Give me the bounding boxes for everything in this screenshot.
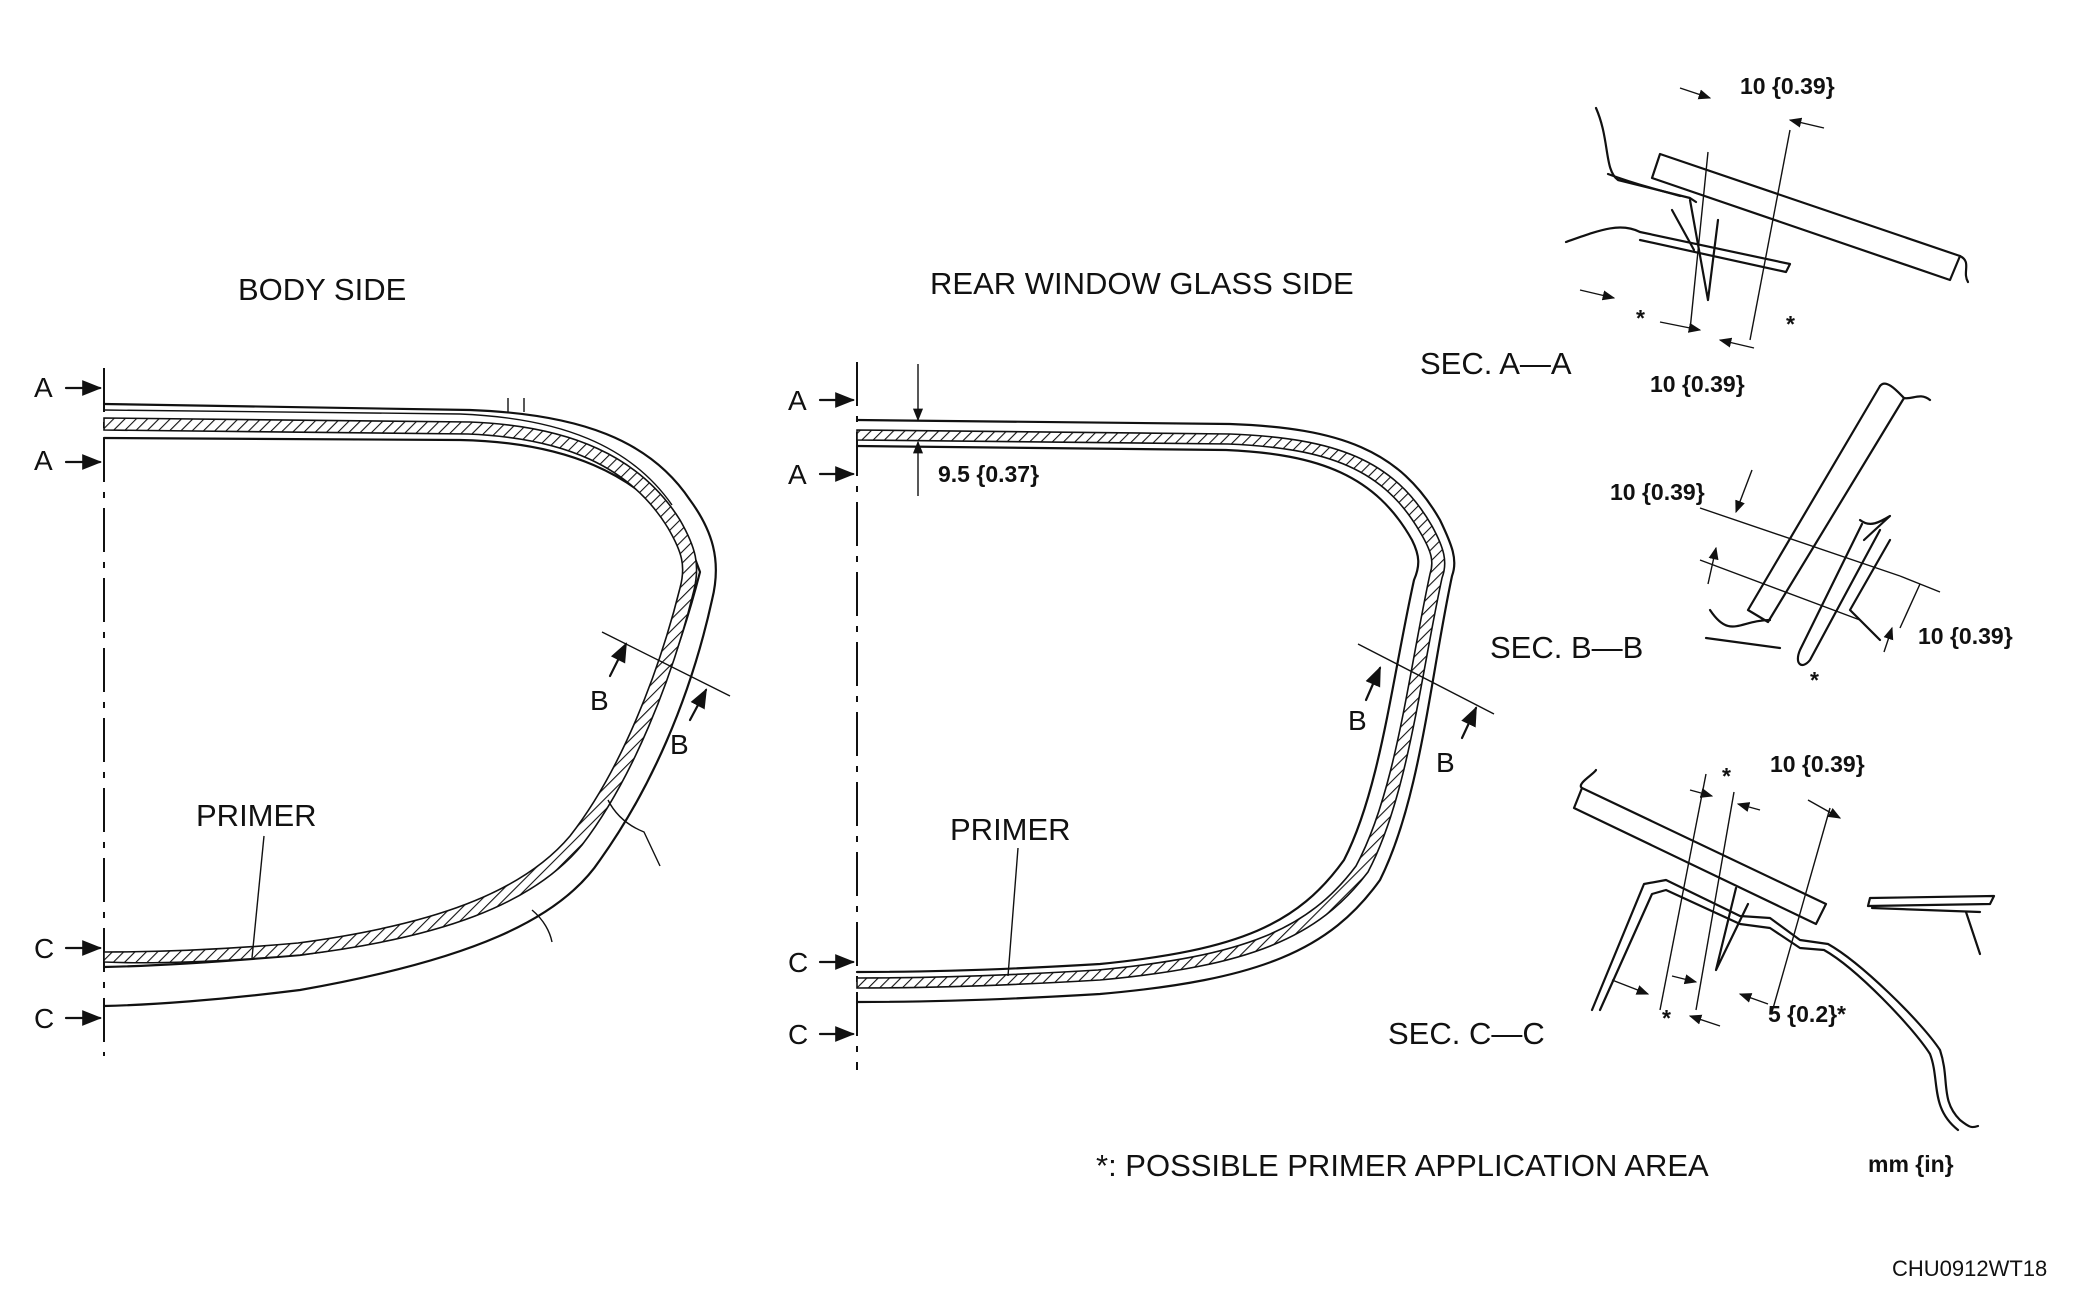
glass-thickness-dim: 9.5 {0.37} [938, 461, 1039, 487]
bb-ext-line-1 [1699, 507, 1901, 577]
body-clip-detail [607, 799, 661, 867]
bb-star: * [1810, 667, 1819, 693]
glass-outer-edge [855, 418, 1456, 1004]
cc-dim-top-arrow-1 [1736, 802, 1761, 812]
aa-dim-bottom-arrow-2 [1718, 337, 1755, 349]
body-label-b2: B [670, 729, 689, 760]
body-label-a2: A [34, 445, 53, 476]
glass-label-c1: C [788, 947, 808, 978]
section-aa-drawing [1564, 106, 1970, 302]
sec-bb-label: SEC. B—B [1490, 630, 1643, 665]
bb-dim-left-arrow-1 [1735, 469, 1753, 514]
bb-dim-right-arrow [1883, 626, 1894, 653]
cc-dim-top: 10 {0.39} [1770, 751, 1865, 777]
aa-star-right: * [1786, 311, 1795, 337]
body-arrow-b2 [688, 688, 708, 722]
cc-dim-bottom-arrow-2 [1738, 993, 1769, 1005]
glass-inner-edge [855, 444, 1420, 974]
aa-dim-bottom: 10 {0.39} [1650, 371, 1745, 397]
bb-ext-line-2 [1699, 559, 1861, 621]
glass-primer-leader [1007, 847, 1019, 977]
cc-star-bottom-arrow-1 [1611, 979, 1650, 995]
glass-label-b1: B [1348, 705, 1367, 736]
body-arrow-b1 [608, 642, 628, 678]
body-label-c2: C [34, 1003, 54, 1034]
aa-dim-bottom-arrow-1 [1659, 321, 1702, 333]
body-outer-flange [102, 402, 717, 1008]
cc-star-top-arrow [1689, 788, 1714, 798]
bb-dim-right-line [1899, 583, 1921, 629]
body-label-c1: C [34, 933, 54, 964]
cc-star-top: * [1722, 763, 1731, 789]
glass-primer-band [856, 429, 1446, 989]
aa-ext-line-2 [1749, 129, 1791, 341]
cc-dim-bottom-arrow-1 [1671, 974, 1698, 985]
glass-label-b2: B [1436, 747, 1455, 778]
cc-ext-line-1 [1659, 773, 1707, 1011]
body-side-title: BODY SIDE [238, 272, 406, 307]
cc-ext-line-2 [1695, 791, 1735, 1011]
glass-label-a2: A [788, 459, 807, 490]
body-notch [531, 909, 553, 943]
bb-dim-left-arrow-2 [1707, 546, 1719, 585]
glass-label-a1: A [788, 385, 807, 416]
cc-star-bottom-arrow-2 [1688, 1014, 1721, 1027]
aa-dim-top-arrow-2 [1788, 117, 1825, 129]
glass-section-b-line [1357, 643, 1495, 715]
bb-dim-right: 10 {0.39} [1918, 623, 2013, 649]
aa-dim-top: 10 {0.39} [1740, 73, 1835, 99]
aa-ext-line-1 [1689, 151, 1709, 331]
footnote: *: POSSIBLE PRIMER APPLICATION AREA [1096, 1148, 1709, 1183]
glass-side-title: REAR WINDOW GLASS SIDE [930, 266, 1354, 301]
body-primer-label: PRIMER [196, 798, 317, 833]
glass-arrow-b1 [1364, 666, 1382, 702]
cc-dim-bottom: 5 {0.2}* [1768, 1001, 1846, 1027]
body-label-b1: B [590, 685, 609, 716]
body-primer-leader [251, 835, 265, 959]
glass-arrow-b2 [1460, 706, 1478, 740]
sec-cc-label: SEC. C—C [1388, 1016, 1545, 1051]
section-bb-drawing [1704, 382, 1932, 667]
aa-star-left: * [1636, 305, 1645, 331]
cc-ext-line-3 [1771, 807, 1831, 1013]
aa-dim-top-arrow-1 [1679, 87, 1712, 100]
bb-dim-left: 10 {0.39} [1610, 479, 1705, 505]
body-primer-band [103, 417, 698, 964]
body-inner-flange [102, 436, 702, 969]
body-label-a1: A [34, 372, 53, 403]
section-cc-drawing [1572, 768, 1996, 1132]
figure-code: CHU0912WT18 [1892, 1256, 2047, 1281]
aa-star-arrow-left [1579, 289, 1616, 301]
glass-label-c2: C [788, 1019, 808, 1050]
glass-primer-label: PRIMER [950, 812, 1071, 847]
cc-dim-top-arrow-2 [1807, 799, 1842, 819]
cc-star-bottom: * [1662, 1005, 1671, 1031]
sec-aa-label: SEC. A—A [1420, 346, 1572, 381]
units-label: mm {in} [1868, 1151, 1954, 1177]
body-edge-line [103, 409, 673, 506]
